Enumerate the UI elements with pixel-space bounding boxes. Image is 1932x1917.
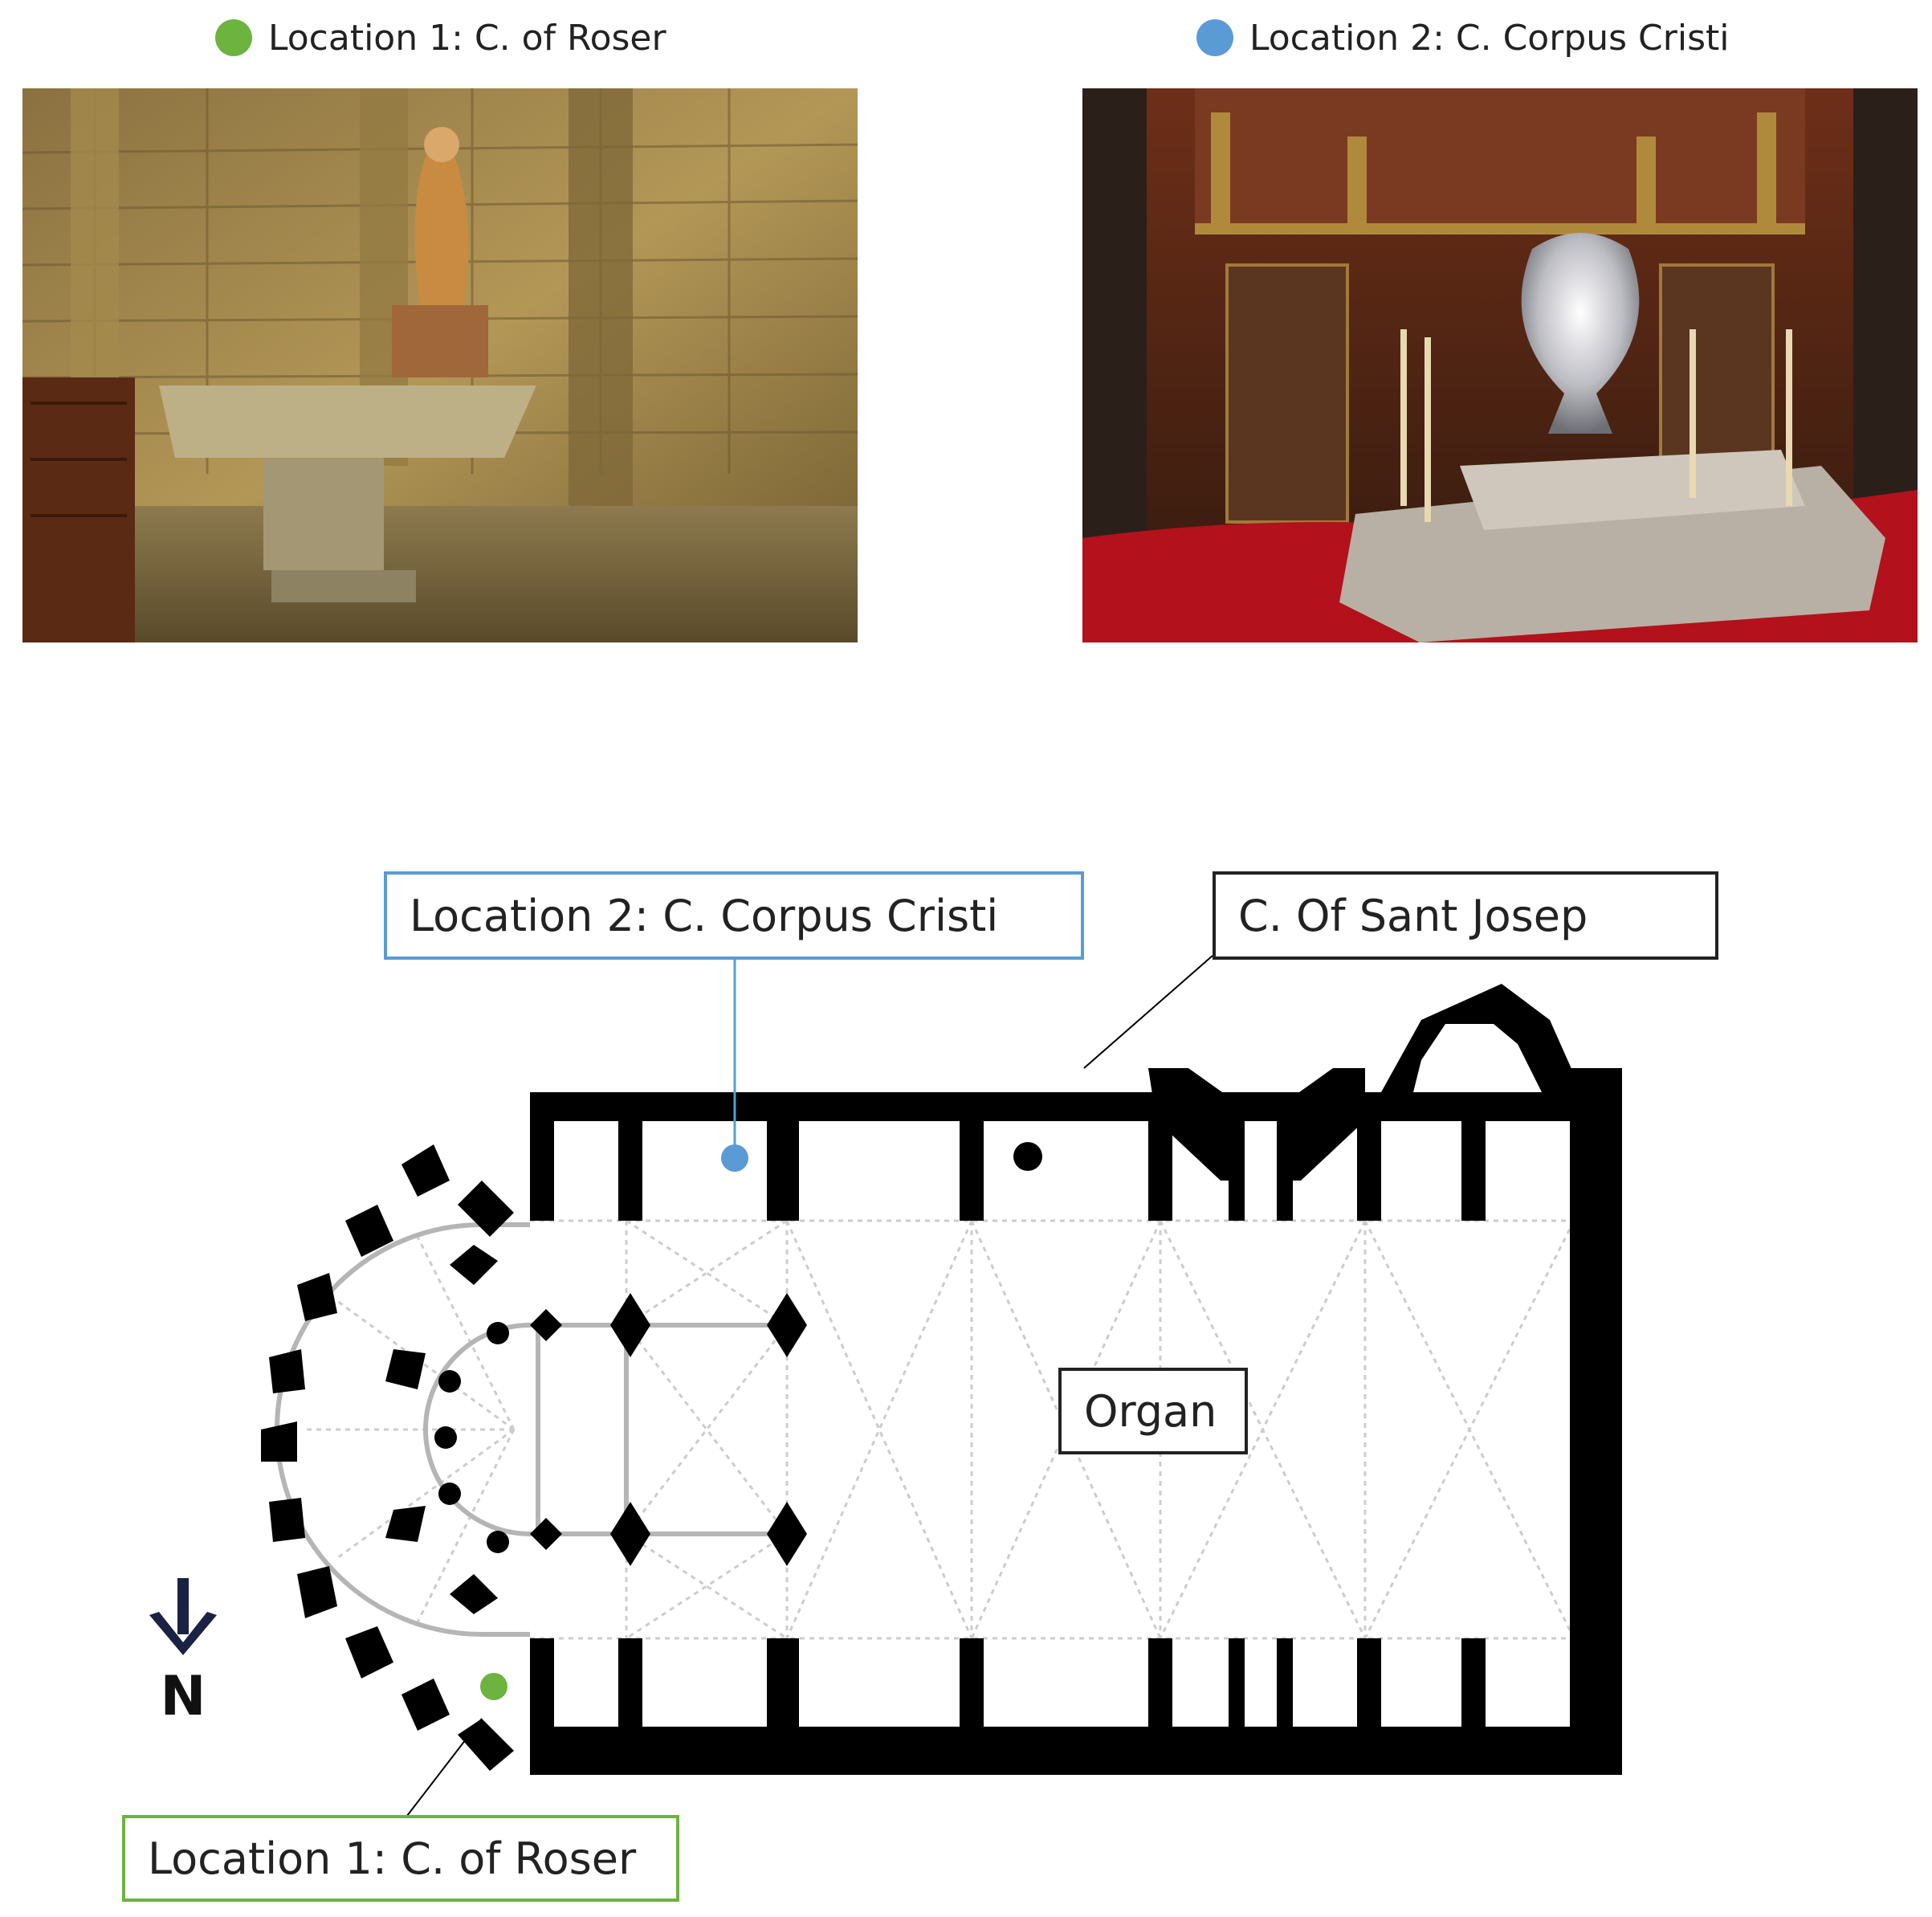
cathedral-floor-plan	[261, 955, 1622, 1824]
label-location-2-text: Location 2: C. Corpus Cristi	[410, 890, 999, 941]
location-1-marker	[480, 1673, 507, 1700]
location-2-marker	[721, 1144, 748, 1172]
green-marker-icon	[215, 19, 252, 56]
legend-location-2: Location 2: C. Corpus Cristi	[1196, 11, 1729, 64]
legend-location-1: Location 1: C. of Roser	[215, 11, 666, 64]
photo-location-2	[1082, 88, 1918, 642]
label-organ-text: Organ	[1084, 1385, 1217, 1437]
north-label: N	[160, 1665, 206, 1728]
legend-location-1-text: Location 1: C. of Roser	[268, 17, 666, 59]
arrow-down-icon	[149, 1578, 217, 1655]
legend-location-2-text: Location 2: C. Corpus Cristi	[1249, 17, 1730, 59]
photo-location-1	[22, 88, 858, 642]
north-indicator: N	[146, 1578, 220, 1728]
label-sant-josep: C. Of Sant Josep	[1213, 871, 1718, 960]
label-sant-josep-text: C. Of Sant Josep	[1238, 890, 1588, 941]
blue-marker-icon	[1196, 19, 1233, 56]
label-location-2: Location 2: C. Corpus Cristi	[384, 871, 1084, 960]
label-location-1-text: Location 1: C. of Roser	[148, 1833, 637, 1884]
label-organ: Organ	[1058, 1368, 1248, 1454]
label-location-1: Location 1: C. of Roser	[122, 1815, 679, 1902]
